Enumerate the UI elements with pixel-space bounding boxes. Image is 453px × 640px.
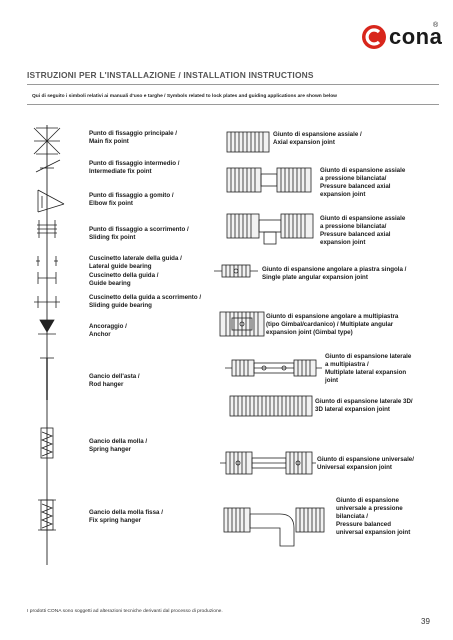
pressure-balanced-universal-drawing (223, 507, 325, 547)
spring-hanger-icon (40, 427, 54, 459)
divider-bottom (27, 104, 439, 105)
multiplate-angular-gimbal-drawing (219, 311, 265, 337)
elbow-fix-point-icon (37, 189, 65, 213)
label-elbow-fix-point: Punto di fissaggio a gomito /Elbow fix p… (89, 192, 174, 207)
label-fix-spring-hanger: Gancio della molla fissa /Fix spring han… (89, 509, 163, 524)
fix-spring-hanger-icon (38, 499, 56, 531)
main-fix-point-icon (33, 127, 61, 155)
lateral-guide-bearing-icon (36, 256, 58, 266)
3d-lateral-drawing (229, 395, 313, 417)
label-lateral-guide-bearing: Cuscinetto laterale della guida /Lateral… (89, 255, 182, 270)
label-universal-joint: Giunto di espansione universale/Universa… (317, 456, 414, 471)
anchor-icon (38, 319, 56, 335)
multiplate-lateral-drawing (225, 359, 322, 377)
label-single-plate-angular: Giunto di espansione angolare a piastra … (262, 266, 407, 281)
divider-top (27, 84, 439, 85)
label-multiplate-angular-gimbal: Giunto di espansione angolare a multipia… (266, 313, 399, 336)
label-sliding-guide-bearing: Cuscinetto della guida a scorrimento /Sl… (89, 294, 202, 309)
pressure-balanced-axial-2-drawing (226, 213, 314, 245)
cona-logo: cona ® (361, 22, 443, 52)
label-sliding-fix-point: Punto di fissaggio a scorrimento /Slidin… (89, 226, 189, 241)
label-spring-hanger: Gancio della molla /Spring hanger (89, 438, 148, 453)
label-anchor: Ancoraggio /Anchor (89, 323, 127, 338)
label-intermediate-fix-point: Punto di fissaggio intermedio /Intermedi… (89, 160, 180, 175)
sliding-guide-bearing-icon (34, 296, 60, 308)
sliding-fix-point-icon (37, 220, 57, 238)
pressure-balanced-axial-1-drawing (226, 167, 312, 193)
intermediate-fix-point-icon (35, 159, 61, 173)
page-subtitle: Qui di seguito i simboli relativi ai man… (32, 94, 337, 99)
footer-note: I prodotti CONA sono soggetti ad alteraz… (27, 609, 223, 614)
label-3d-lateral: Giunto di espansione laterale 3D/3D late… (315, 398, 413, 413)
cona-logo-mark (362, 25, 386, 49)
label-guide-bearing: Cuscinetto della guida /Guide bearing (89, 272, 159, 287)
label-rod-hanger: Gancio dell'asta /Rod hanger (89, 373, 140, 388)
rod-hanger-icon (40, 357, 54, 400)
registered-mark: ® (433, 22, 439, 29)
brand-name: cona (389, 24, 443, 49)
guide-bearing-icon (37, 272, 57, 284)
universal-joint-drawing (220, 451, 316, 475)
axial-expansion-joint-drawing (226, 131, 270, 153)
page-title: ISTRUZIONI PER L'INSTALLAZIONE / INSTALL… (27, 70, 314, 80)
label-axial-expansion-joint: Giunto di espansione assiale /Axial expa… (273, 131, 362, 146)
label-main-fix-point: Punto di fissaggio principale /Main fix … (89, 130, 178, 145)
page-number: 39 (421, 617, 430, 626)
single-plate-angular-drawing (214, 264, 258, 278)
